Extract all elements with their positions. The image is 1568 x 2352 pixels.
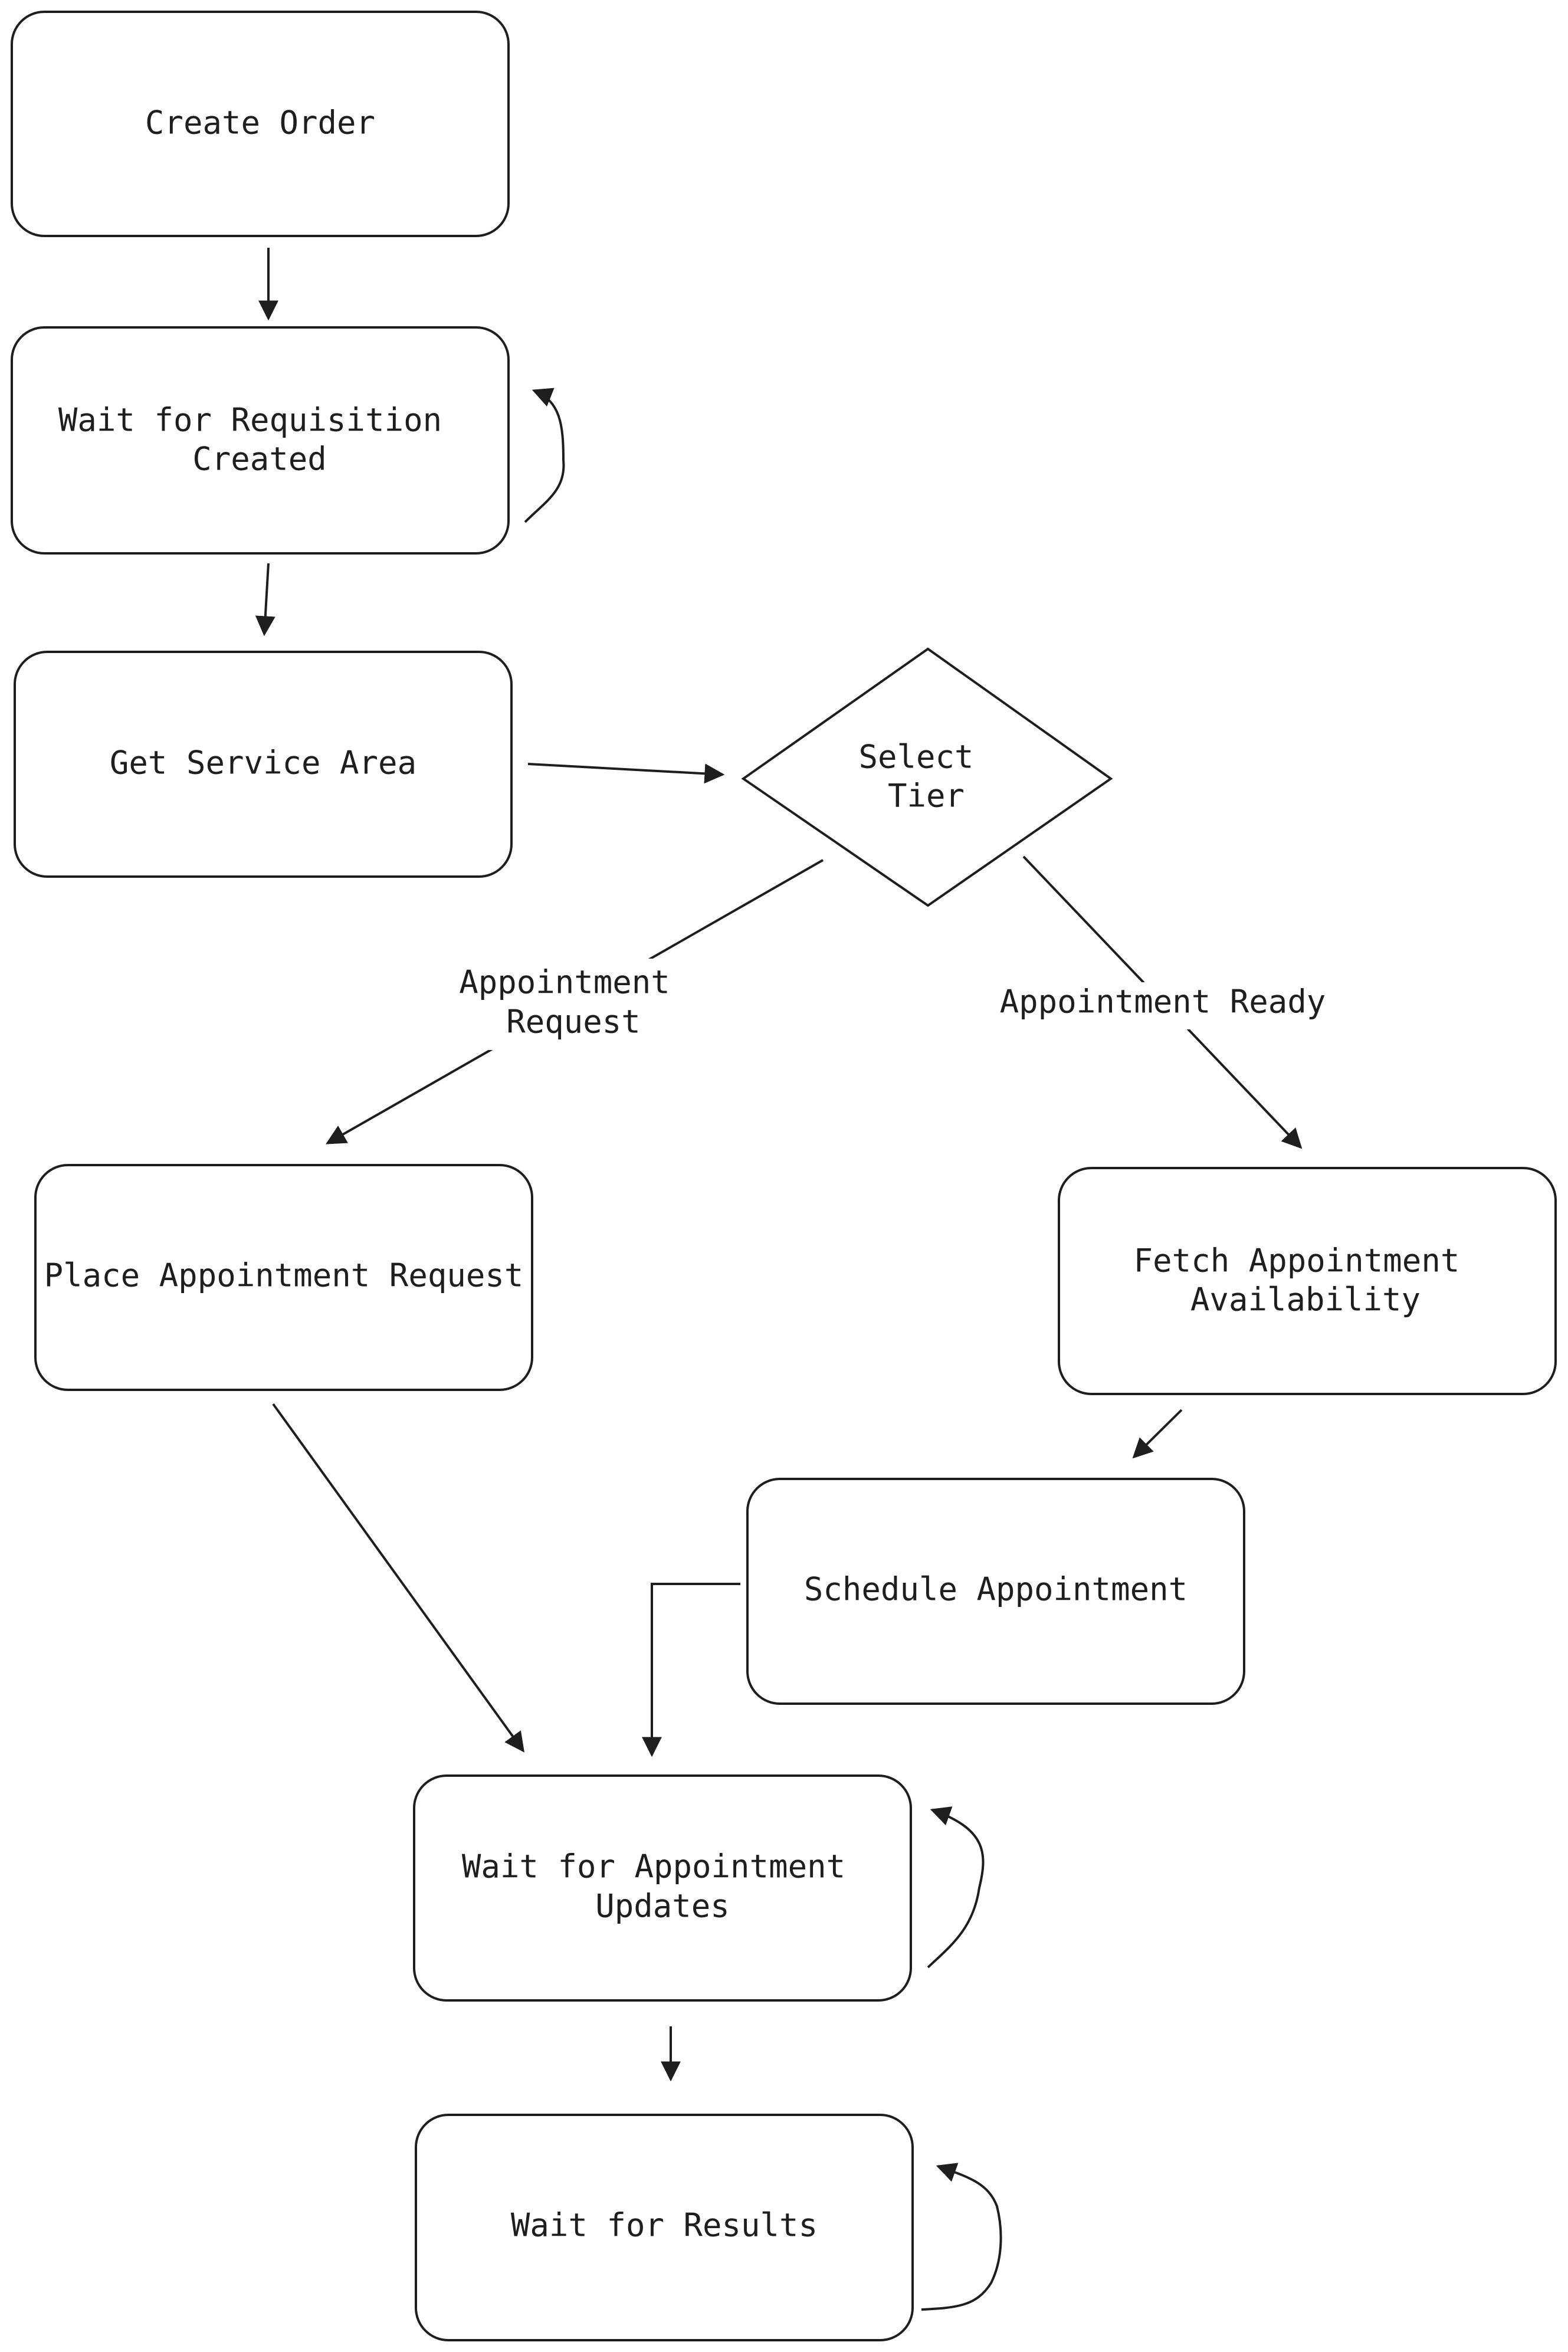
node-fetch-availability-box [1058,1167,1557,1395]
node-wait-requisition[interactable]: Wait for Requisition Created [11,326,510,555]
edge-schedule-to-wait-updates [642,1583,740,1757]
node-wait-results-box [415,2114,914,2341]
node-fetch-availability-label-line1: Fetch Appointment [1134,1242,1460,1280]
node-wait-requisition-label-line2: Created [192,441,327,478]
edge-label-appointment-request-line2: Request [506,1003,641,1041]
edge-label-appointment-request-line1: Appointment [459,964,670,1001]
node-place-appointment-request-box [34,1164,533,1391]
node-wait-appointment-updates[interactable]: Wait for Appointment Updates [413,1774,912,2002]
edge-label-appointment-request-bg [454,959,673,1050]
node-wait-requisition-box [11,326,510,555]
nodes: Create Order Wait for Requisition Create… [11,11,1557,2341]
node-create-order-box [11,11,510,237]
node-get-service-area-label: Get Service Area [110,744,416,782]
edge-labels: Appointment Request Appointment Ready [454,959,1333,1050]
node-select-tier[interactable]: Select Tier [741,647,1113,907]
edge-results-self-loop [921,2163,1002,2311]
edge-service-area-to-select-tier [527,763,725,784]
edge-label-appointment-ready: Appointment Ready [994,982,1333,1029]
node-wait-appointment-updates-label-line1: Wait for Appointment [462,1848,845,1885]
edge-requisition-to-service-area [255,563,275,637]
edge-requisition-self-loop [524,388,565,523]
edge-fetch-to-schedule [1132,1409,1183,1459]
node-schedule-appointment-label: Schedule Appointment [804,1571,1188,1608]
node-create-order-label: Create Order [145,104,375,142]
node-get-service-area[interactable]: Get Service Area [14,651,513,878]
node-wait-results[interactable]: Wait for Results [415,2114,914,2341]
edge-label-appointment-ready-bg [994,982,1333,1029]
node-wait-results-label: Wait for Results [511,2207,818,2244]
edge-label-appointment-ready-text: Appointment Ready [1000,983,1326,1021]
node-wait-requisition-label-line1: Wait for Requisition [58,402,442,439]
node-fetch-availability-label-line2: Availability [1190,1281,1421,1318]
node-create-order[interactable]: Create Order [11,11,510,237]
edge-label-appointment-request: Appointment Request [454,959,673,1050]
node-schedule-appointment-box [746,1478,1245,1705]
node-wait-appointment-updates-box [413,1774,912,2002]
node-place-appointment-request-label: Place Appointment Request [44,1257,524,1294]
node-fetch-availability[interactable]: Fetch Appointment Availability [1058,1167,1557,1395]
node-get-service-area-box [14,651,513,878]
node-select-tier-diamond [741,647,1113,907]
node-schedule-appointment[interactable]: Schedule Appointment [746,1478,1245,1705]
edge-place-request-to-wait-updates [272,1403,524,1753]
node-place-appointment-request[interactable]: Place Appointment Request [34,1164,533,1391]
node-select-tier-label-line2: Tier [888,778,965,815]
node-wait-appointment-updates-label-line2: Updates [595,1888,730,1925]
edge-wait-updates-self-loop [927,1806,985,1969]
node-select-tier-label-line1: Select [858,739,973,776]
